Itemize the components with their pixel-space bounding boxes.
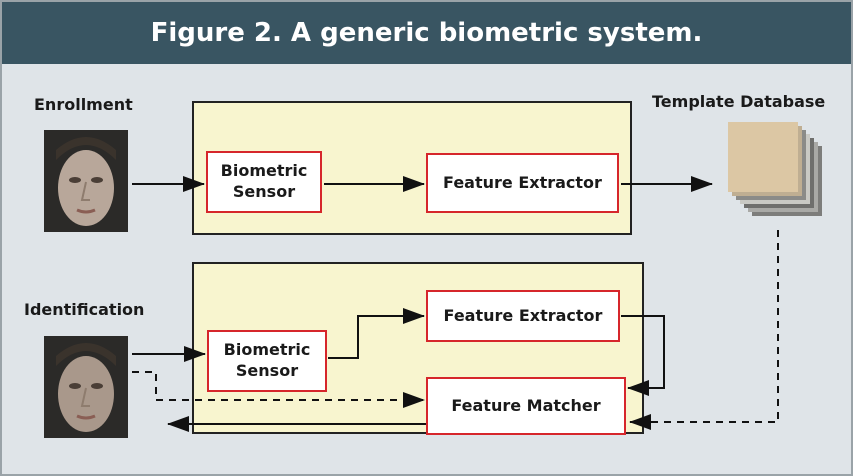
enrollment-biometric-sensor: Biometric Sensor — [206, 151, 322, 213]
identification-label: Identification — [24, 300, 145, 319]
arrow-icon — [328, 308, 425, 359]
enrollment-face-photo-icon — [44, 130, 128, 232]
identification-face-photo-icon — [44, 336, 128, 438]
enrollment-feature-extractor: Feature Extractor — [426, 153, 619, 213]
feature-matcher: Feature Matcher — [426, 377, 626, 435]
identification-feature-extractor: Feature Extractor — [426, 290, 620, 342]
title-bar: Figure 2. A generic biometric system. — [2, 2, 851, 64]
template-database-label: Template Database — [652, 92, 826, 111]
figure-title: Figure 2. A generic biometric system. — [150, 18, 703, 48]
identification-biometric-sensor: Biometric Sensor — [207, 330, 327, 392]
arrow-icon — [629, 230, 779, 430]
arrow-icon — [621, 315, 665, 396]
arrow-icon — [132, 371, 425, 408]
enrollment-label: Enrollment — [34, 95, 133, 114]
template-database-stack-icon — [728, 122, 822, 216]
